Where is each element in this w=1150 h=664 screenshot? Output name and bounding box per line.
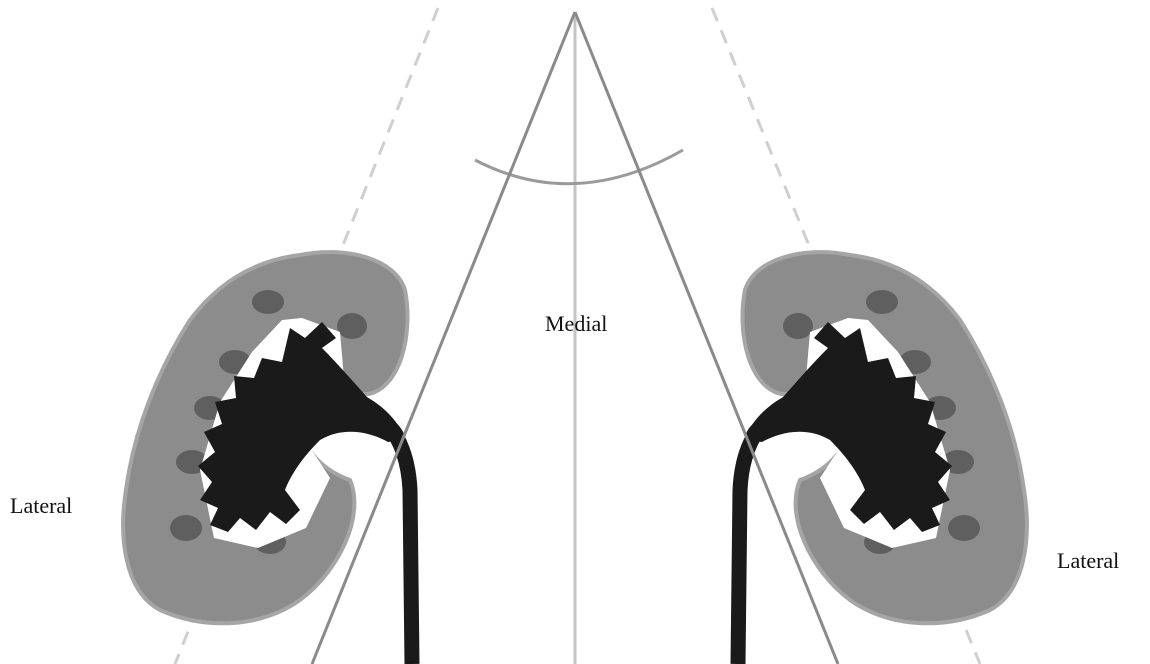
pyramid xyxy=(783,313,813,339)
pyramid xyxy=(866,290,898,314)
label-medial: Medial xyxy=(545,311,607,336)
label-lateral-right: Lateral xyxy=(1057,548,1119,573)
pyramid xyxy=(337,313,367,339)
kidney-right xyxy=(738,252,1027,664)
pyramid xyxy=(252,290,284,314)
pyramid xyxy=(948,515,980,541)
pyramid xyxy=(170,515,202,541)
label-lateral-left: Lateral xyxy=(10,493,72,518)
kidney-left xyxy=(123,252,412,664)
kidney-right-ureter xyxy=(738,404,786,664)
kidney-left-ureter xyxy=(364,404,412,664)
